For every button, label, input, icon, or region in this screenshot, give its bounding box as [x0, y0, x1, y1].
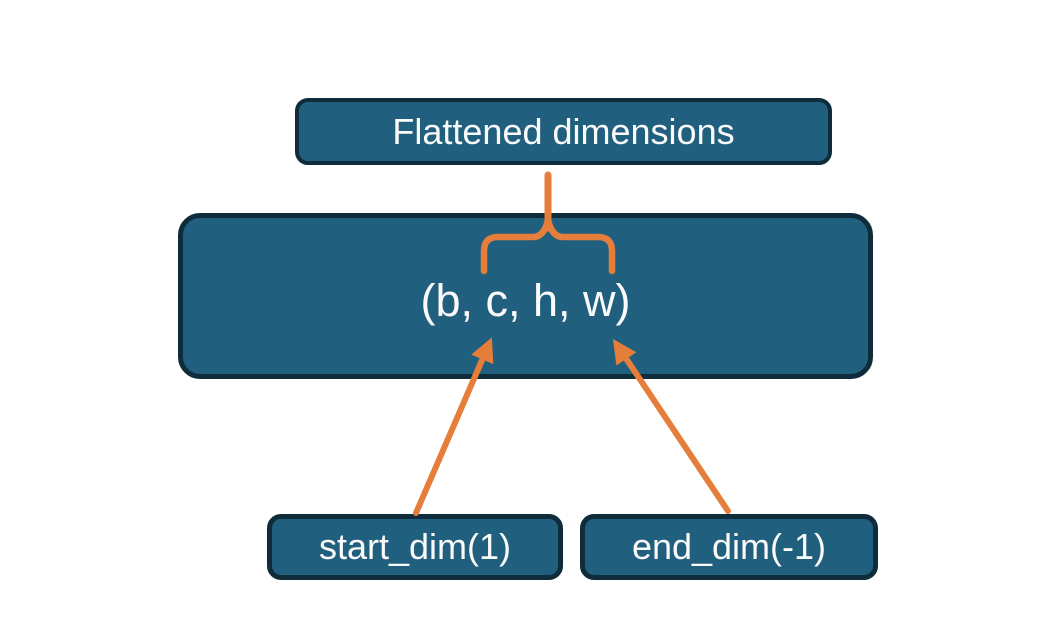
- flattened-dimensions-node: Flattened dimensions: [295, 98, 832, 165]
- start-dim-label: start_dim(1): [318, 526, 512, 567]
- start-dim-node: start_dim(1): [267, 514, 563, 580]
- tensor-shape-node: (b, c, h, w): [178, 213, 873, 379]
- tensor-shape-label: (b, c, h, w): [420, 275, 631, 326]
- end-dim-label: end_dim(-1): [631, 526, 827, 567]
- flattened-dimensions-label: Flattened dimensions: [392, 110, 735, 152]
- end-dim-node: end_dim(-1): [580, 514, 878, 580]
